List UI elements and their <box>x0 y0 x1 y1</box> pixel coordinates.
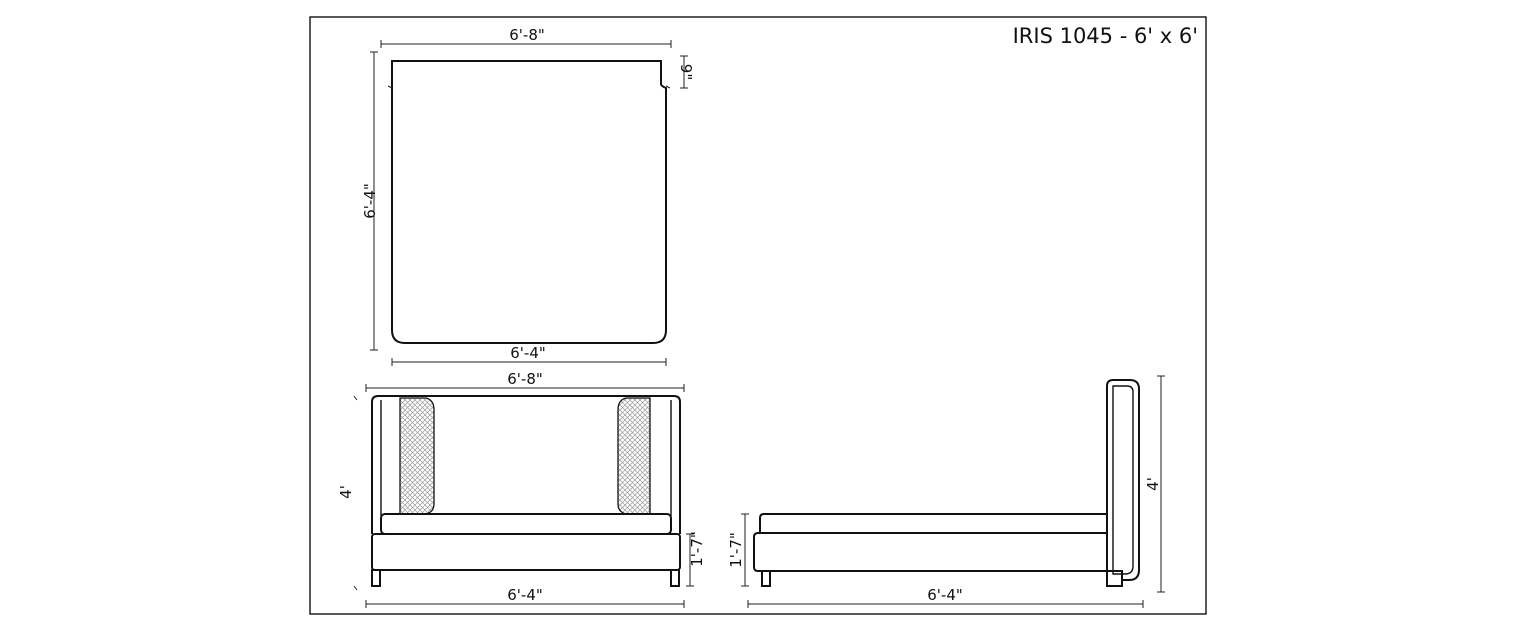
front-leg-right <box>670 569 680 587</box>
side-leg-back <box>1106 570 1123 587</box>
plan-top-width-label: 6'-8" <box>509 26 545 44</box>
front-base-rail <box>371 533 681 571</box>
side-headboard <box>1106 379 1140 586</box>
side-view: 1'-7" 4' 6'-4" <box>727 375 1165 608</box>
front-view: 6'-8" 4' 1'-7" 6'-4" <box>337 370 706 608</box>
front-headboard-outline <box>371 395 681 534</box>
side-length-label: 6'-4" <box>927 586 963 604</box>
plan-headboard-depth-label: 9" <box>677 64 695 80</box>
side-mattress <box>759 513 1108 533</box>
front-bottom-width-label: 6'-4" <box>507 586 543 604</box>
drawing-border <box>309 16 1207 615</box>
front-left-quilted-panel <box>399 397 435 515</box>
front-mattress <box>380 513 672 535</box>
front-top-width-label: 6'-8" <box>507 370 543 388</box>
front-height-label: 4' <box>337 485 355 499</box>
plan-length-label: 6'-4" <box>361 183 379 219</box>
front-rail-height-label: 1'-7" <box>688 531 706 567</box>
side-leg-front <box>761 570 771 587</box>
side-base-rail <box>753 532 1107 572</box>
drawing-title: IRIS 1045 - 6' x 6' <box>1013 24 1198 48</box>
plan-bottom-width-label: 6'-4" <box>510 344 546 362</box>
plan-view: 6'-8" 9" 6'-4" 6'-4" <box>361 26 695 366</box>
front-leg-left <box>371 569 381 587</box>
side-rail-height-label: 1'-7" <box>727 532 745 568</box>
side-height-label: 4' <box>1144 477 1162 491</box>
plan-outline <box>391 60 667 344</box>
front-right-quilted-panel <box>617 397 651 515</box>
